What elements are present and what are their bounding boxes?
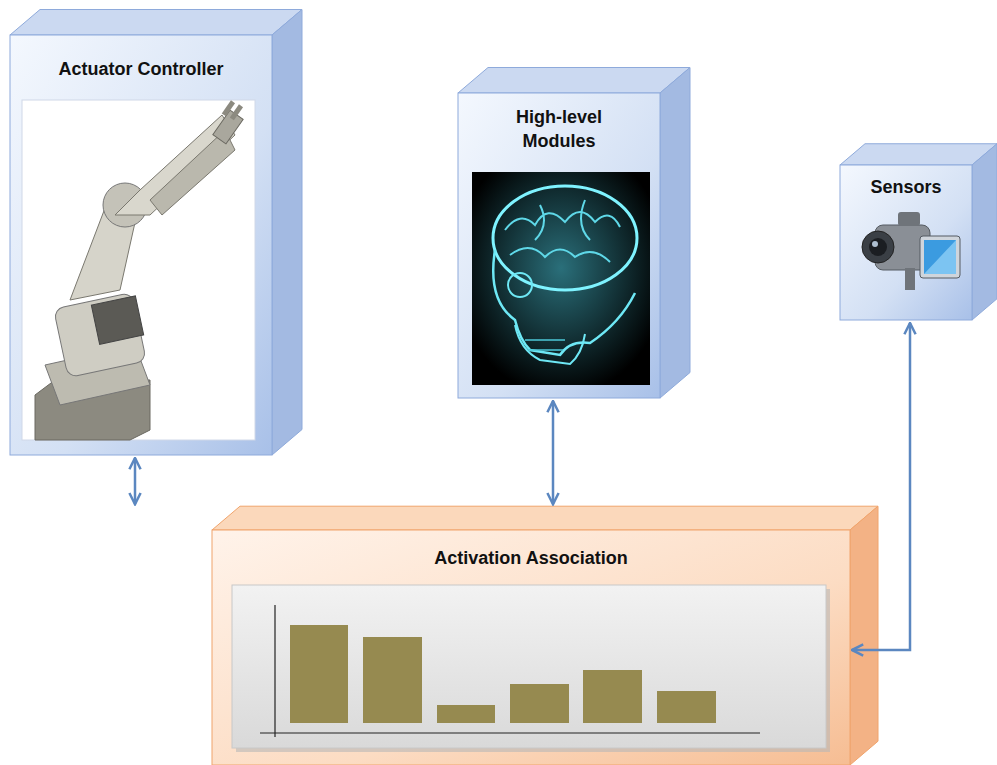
double-arrow	[852, 323, 910, 650]
box-top-face	[458, 68, 690, 94]
box-front-face	[10, 35, 272, 455]
activation-chart	[232, 585, 830, 752]
block-box: Activation Association	[212, 530, 850, 765]
block-box: Actuator Controller	[10, 35, 272, 455]
box-top-face	[212, 506, 878, 530]
box-side-face	[272, 10, 302, 456]
box-side-face	[660, 68, 690, 399]
box-front-face	[840, 165, 972, 320]
block-title: Sensors	[844, 175, 969, 199]
box-side-face	[972, 144, 997, 320]
double-arrow	[552, 401, 555, 504]
box-front-face	[212, 530, 850, 765]
camera-icon	[862, 212, 960, 290]
box-side-face	[850, 506, 878, 765]
robot-arm	[22, 100, 255, 440]
box-top-face	[840, 144, 997, 165]
box-top-face	[10, 10, 302, 36]
double-arrow	[134, 458, 137, 504]
block-box: High-level Modules	[458, 93, 660, 398]
block-title: Actuator Controller	[21, 57, 261, 81]
block-title: Activation Association	[231, 546, 831, 570]
block-box: Sensors	[840, 165, 972, 320]
box-front-face	[458, 93, 660, 398]
brain-image	[472, 172, 650, 385]
block-title: High-level Modules	[494, 105, 624, 153]
